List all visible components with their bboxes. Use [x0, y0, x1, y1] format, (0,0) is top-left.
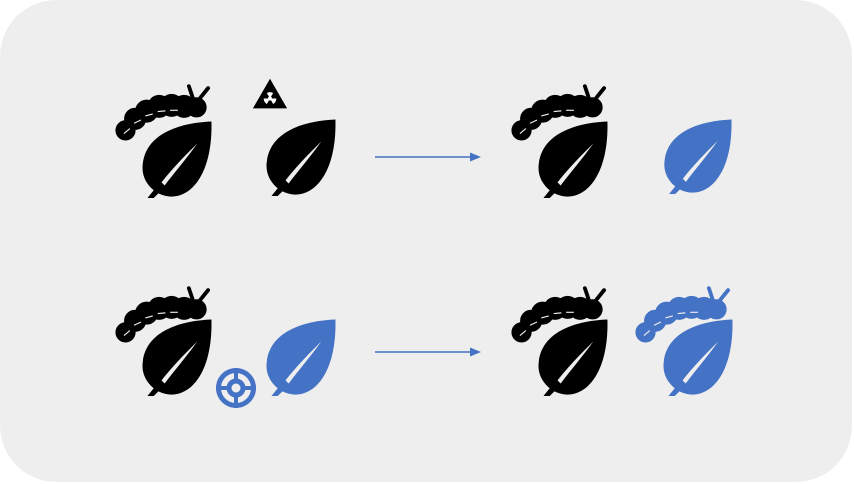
row-2 — [113, 286, 733, 410]
leaf-with-lifebuoy-icon — [214, 319, 336, 410]
lifebuoy-icon — [214, 366, 258, 410]
arrow-right-icon — [375, 152, 481, 162]
row-1 — [113, 78, 732, 198]
arrow-right-icon — [375, 347, 481, 357]
